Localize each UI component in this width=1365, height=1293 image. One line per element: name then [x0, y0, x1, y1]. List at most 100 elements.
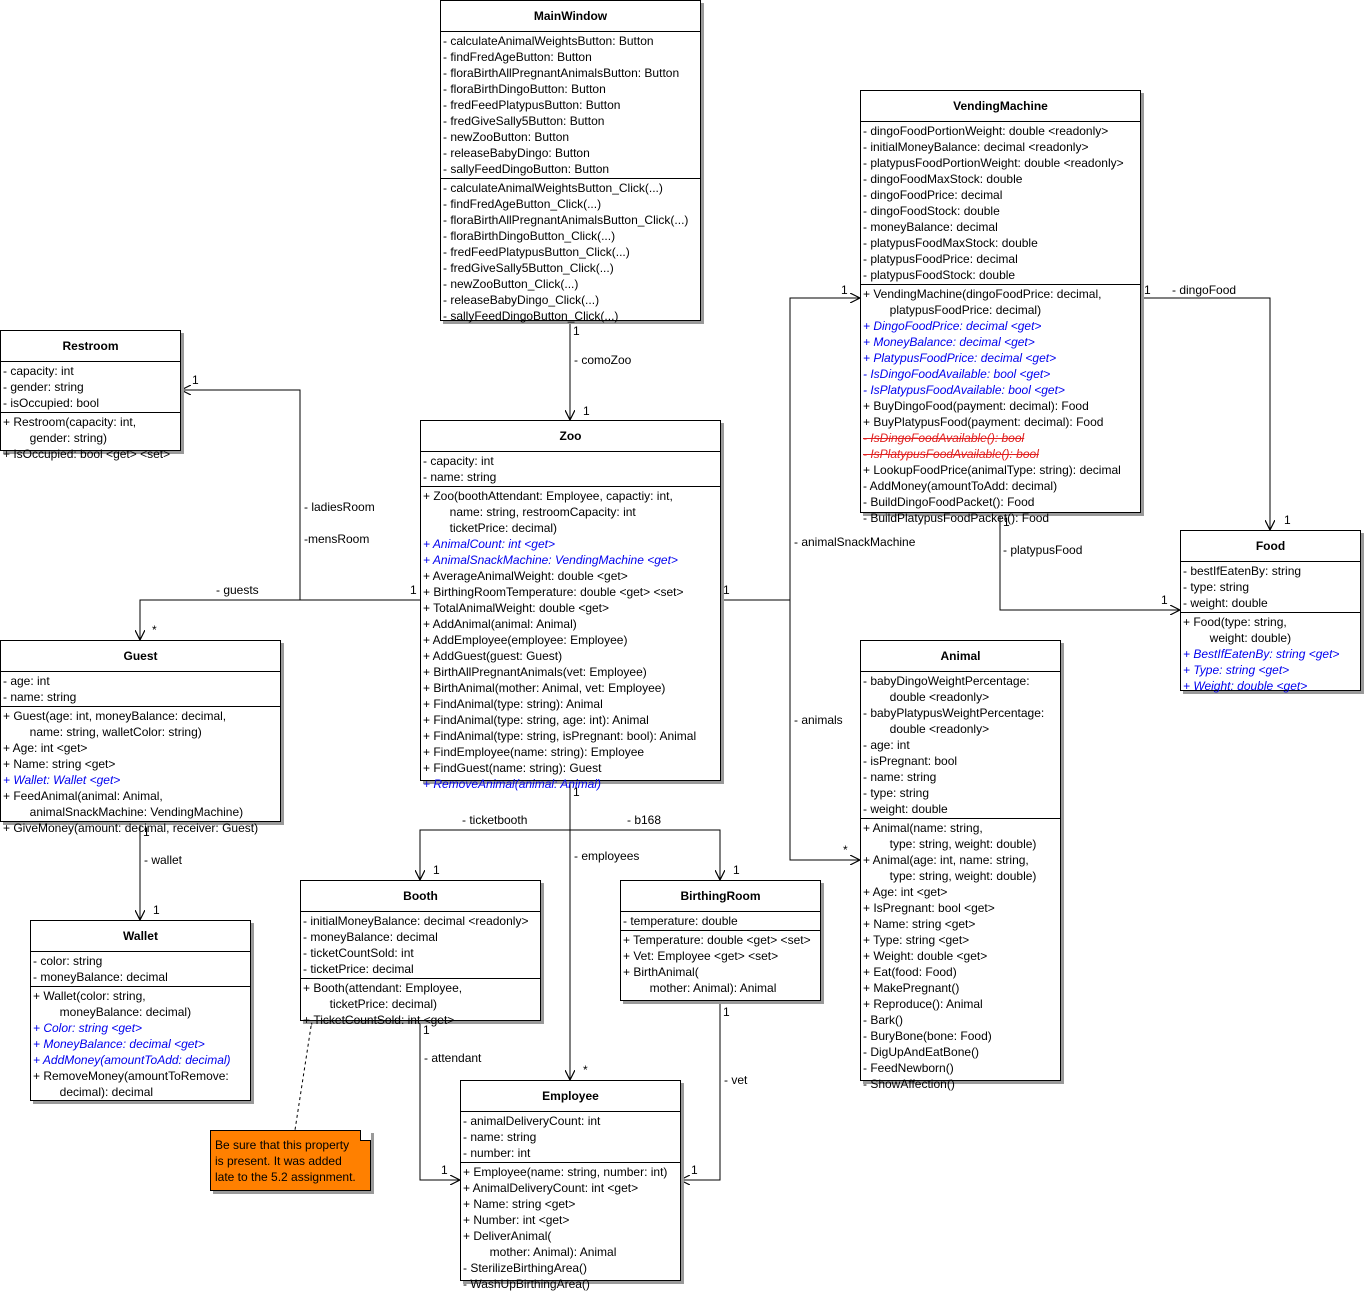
class-operation: - DigUpAndEatBone()	[863, 1045, 980, 1059]
class-name: MainWindow	[441, 1, 700, 32]
line-animalSnackMachine	[720, 298, 860, 601]
attributes-section: - capacity: int- gender: string- isOccup…	[1, 362, 180, 413]
dingoFood-dst-mult: 1	[1284, 513, 1291, 527]
b168-dst-mult: 1	[733, 863, 740, 877]
class-attribute: - capacity: int	[3, 364, 74, 378]
class-operation: animalSnackMachine: VendingMachine)	[3, 805, 244, 819]
class-operation: - IsPlatypusFoodAvailable(): bool	[863, 447, 1039, 461]
class-attribute: double <readonly>	[863, 690, 990, 704]
class-attribute: - name: string	[463, 1130, 537, 1144]
class-operation: + Food(type: string,	[1183, 615, 1287, 629]
platypusFood-role: - platypusFood	[1003, 543, 1083, 557]
class-operation: platypusFoodPrice: decimal)	[863, 303, 1042, 317]
attendant-src-mult: 1	[423, 1023, 430, 1037]
platypusFood-dst-mult: 1	[1161, 593, 1168, 607]
class-name: Food	[1181, 531, 1360, 562]
vet-role: - vet	[724, 1073, 748, 1087]
class-operation: +,TicketCountSold: int <get>	[303, 1013, 455, 1027]
class-restroom[interactable]: Restroom- capacity: int- gender: string-…	[0, 330, 181, 461]
class-operation: - IsPlatypusFoodAvailable: bool <get>	[863, 383, 1065, 397]
class-operation: + AddGuest(guest: Guest)	[423, 649, 563, 663]
guests-src-mult: 1	[410, 583, 417, 597]
class-operation: + MakePregnant()	[863, 981, 960, 995]
class-wallet[interactable]: Wallet- color: string- moneyBalance: dec…	[30, 920, 251, 1101]
class-operation: + Number: int <get>	[463, 1213, 570, 1227]
class-attribute: - name: string	[423, 470, 497, 484]
class-operation: + FindAnimal(type: string, isPregnant: b…	[423, 729, 697, 743]
class-attribute: - dingoFoodStock: double	[863, 204, 1000, 218]
class-operation: + Zoo(boothAttendant: Employee, capactiy…	[423, 489, 673, 503]
class-attribute: - newZooButton: Button	[443, 130, 570, 144]
class-operation: - BuildPlatypusFoodPacket(): Food	[863, 511, 1050, 525]
class-operation: type: string, weight: double)	[863, 837, 1037, 851]
class-name: BirthingRoom	[621, 881, 820, 912]
class-operation: + TotalAnimalWeight: double <get>	[423, 601, 610, 615]
class-operation: + FeedAnimal(animal: Animal,	[3, 789, 163, 803]
class-mainwindow[interactable]: MainWindow - calculateAnimalWeightsButton…	[440, 0, 701, 323]
class-attribute: - bestIfEatenBy: string	[1183, 564, 1302, 578]
class-operation: + IsOccupied: bool <get> <set>	[3, 447, 171, 461]
class-operation: + BirthingRoomTemperature: double <get> …	[423, 585, 684, 599]
animalSnackMachine-role: - animalSnackMachine	[794, 535, 916, 549]
line-b168	[570, 829, 720, 880]
class-attribute: - type: string	[863, 786, 930, 800]
class-operation: ticketPrice: decimal)	[423, 521, 558, 535]
ladiesRoom-role: - ladiesRoom	[304, 500, 375, 514]
class-operation: + Type: string <get>	[1183, 663, 1290, 677]
class-attribute: double <readonly>	[863, 722, 990, 736]
class-operation: + AnimalDeliveryCount: int <get>	[463, 1181, 639, 1195]
class-operation: - floraBirthAllPregnantAnimalsButton_Cli…	[443, 213, 689, 227]
class-attribute: - sallyFeedDingoButton: Button	[443, 162, 610, 176]
class-operation: + Wallet: Wallet <get>	[3, 773, 121, 787]
wallet-role: - wallet	[144, 853, 183, 867]
class-zoo[interactable]: Zoo- capacity: int- name: string+ Zoo(bo…	[420, 420, 721, 791]
class-operation: + Animal(age: int, name: string,	[863, 853, 1029, 867]
class-operation: + Reproduce(): Animal	[863, 997, 983, 1011]
class-operation: + AddAnimal(animal: Animal)	[423, 617, 577, 631]
class-attribute: - dingoFoodPortionWeight: double <readon…	[863, 124, 1109, 138]
class-operation: - IsDingoFoodAvailable: bool <get>	[863, 367, 1051, 381]
class-attribute: - platypusFoodPortionWeight: double <rea…	[863, 156, 1124, 170]
class-operation: - floraBirthDingoButton_Click(...)	[443, 229, 616, 243]
class-booth[interactable]: Booth- initialMoneyBalance: decimal <rea…	[300, 880, 541, 1027]
class-operation: - sallyFeedDingoButton_Click(...)	[443, 309, 619, 323]
class-food[interactable]: Food - bestIfEatenBy: string - type: strin…	[1180, 530, 1361, 693]
class-operation: + Age: int <get>	[863, 885, 948, 899]
class-operation: + DeliverAnimal(	[463, 1229, 552, 1243]
guests-role: - guests	[216, 583, 259, 597]
class-operation: + AnimalCount: int <get>	[423, 537, 555, 551]
class-birthingroom[interactable]: BirthingRoom- temperature: double+ Tempe…	[620, 880, 821, 1001]
class-operation: decimal): decimal	[33, 1085, 154, 1099]
class-operation: + FindAnimal(type: string): Animal	[423, 697, 603, 711]
note-fold-corner	[360, 1130, 371, 1141]
class-vendingmachine[interactable]: VendingMachine - dingoFoodPortionWeight: …	[860, 90, 1141, 525]
attributes-section: - color: string- moneyBalance: decimal	[31, 952, 250, 987]
operations-section: + Guest(age: int, moneyBalance: decimal,…	[1, 707, 280, 837]
attributes-section: - capacity: int- name: string	[421, 452, 720, 487]
attributes-section: - babyDingoWeightPercentage: double <rea…	[861, 672, 1060, 819]
class-name: Guest	[1, 641, 280, 672]
class-employee[interactable]: Employee- animalDeliveryCount: int- name…	[460, 1080, 681, 1291]
class-attribute: - calculateAnimalWeightsButton: Button	[443, 34, 654, 48]
vet-dst-mult: 1	[691, 1163, 698, 1177]
class-operation: + BirthAnimal(mother: Animal, vet: Emplo…	[423, 681, 666, 695]
class-operation: + BirthAllPregnantAnimals(vet: Employee)	[423, 665, 647, 679]
class-operation: + DingoFoodPrice: decimal <get>	[863, 319, 1042, 333]
class-operation: + RemoveMoney(amountToRemove:	[33, 1069, 229, 1083]
class-attribute: - releaseBabyDingo: Button	[443, 146, 590, 160]
class-operation: - WashUpBirthingArea()	[463, 1277, 590, 1291]
class-guest[interactable]: Guest- age: int- name: string+ Guest(age…	[0, 640, 281, 835]
class-attribute: - type: string	[1183, 580, 1250, 594]
class-attribute: - initialMoneyBalance: decimal <readonly…	[303, 914, 529, 928]
class-operation: - findFredAgeButton_Click(...)	[443, 197, 602, 211]
class-attribute: - platypusFoodPrice: decimal	[863, 252, 1018, 266]
class-animal[interactable]: Animal- babyDingoWeightPercentage: doubl…	[860, 640, 1061, 1091]
class-operation: + MoneyBalance: decimal <get>	[863, 335, 1035, 349]
animals-role: - animals	[794, 713, 843, 727]
class-name: VendingMachine	[861, 91, 1140, 122]
ticketbooth-role: - ticketbooth	[462, 813, 528, 827]
class-attribute: - weight: double	[1183, 596, 1268, 610]
animalSnackMachine-dst-mult: 1	[841, 283, 848, 297]
line-attendant	[419, 1020, 460, 1180]
class-operation: + BuyDingoFood(payment: decimal): Food	[863, 399, 1089, 413]
